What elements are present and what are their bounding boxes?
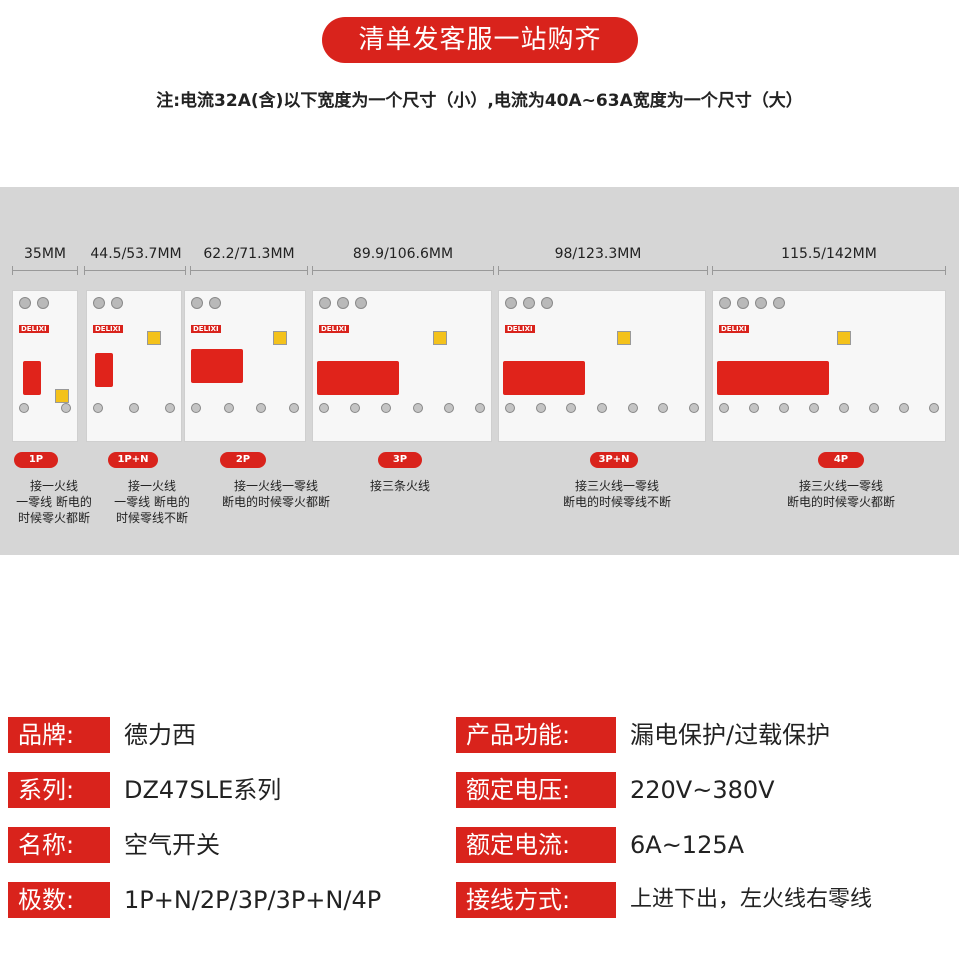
- test-button: [837, 331, 851, 345]
- breaker-3pn-image: DELIXI: [498, 290, 706, 442]
- desc-line: 接三火线一零线: [798, 479, 883, 493]
- desc-3p: 接三条火线: [350, 478, 450, 494]
- desc-3pn: 接三火线一零线 断电的时候零线不断: [544, 478, 690, 510]
- spec-label-brand: 品牌:: [8, 717, 110, 753]
- toggle-switch: [23, 361, 41, 395]
- spec-label-name: 名称:: [8, 827, 110, 863]
- desc-line: 时候零线不断: [115, 511, 188, 525]
- dim-line: [498, 266, 708, 275]
- desc-line: 接一火线: [29, 479, 78, 493]
- tag-4p: 4P: [818, 452, 864, 468]
- tag-1p: 1P: [14, 452, 58, 468]
- toggle-switch: [317, 361, 399, 395]
- desc-line: 断电的时候零线不断: [562, 495, 671, 509]
- dim-line: [312, 266, 494, 275]
- tag-3pn: 3P+N: [590, 452, 638, 468]
- dim-4p: 115.5/142MM: [781, 246, 877, 262]
- toggle-switch: [95, 353, 113, 387]
- tag-3p: 3P: [378, 452, 422, 468]
- brand-logo: DELIXI: [719, 325, 749, 333]
- spec-value-name: 空气开关: [124, 831, 220, 859]
- dim-2p: 62.2/71.3MM: [203, 246, 295, 262]
- brand-logo: DELIXI: [191, 325, 221, 333]
- tag-1pn: 1P+N: [108, 452, 158, 468]
- spec-label-poles: 极数:: [8, 882, 110, 918]
- brand-logo: DELIXI: [505, 325, 535, 333]
- desc-line: 一零线 断电的: [16, 495, 92, 509]
- dim-line: [84, 266, 186, 275]
- desc-line: 接一火线: [127, 479, 176, 493]
- spec-value-poles: 1P+N/2P/3P/3P+N/4P: [124, 886, 382, 914]
- test-button: [147, 331, 161, 345]
- test-button: [617, 331, 631, 345]
- desc-line: 接三火线一零线: [574, 479, 659, 493]
- toggle-switch: [191, 349, 243, 383]
- spec-value-function: 漏电保护/过载保护: [630, 721, 831, 749]
- spec-label-wiring: 接线方式:: [456, 882, 616, 918]
- breaker-2p-image: DELIXI: [184, 290, 306, 442]
- desc-line: 时候零火都断: [17, 511, 90, 525]
- desc-2p: 接一火线一零线 断电的时候零火都断: [206, 478, 346, 510]
- spec-value-brand: 德力西: [124, 721, 196, 749]
- desc-1pn: 接一火线 一零线 断电的 时候零线不断: [104, 478, 200, 526]
- desc-line: 接三条火线: [369, 479, 430, 493]
- dim-1p: 35MM: [24, 246, 66, 262]
- tag-2p: 2P: [220, 452, 266, 468]
- dim-line: [12, 266, 78, 275]
- desc-line: 一零线 断电的: [114, 495, 190, 509]
- spec-label-voltage: 额定电压:: [456, 772, 616, 808]
- breaker-3p-image: DELIXI: [312, 290, 492, 442]
- brand-logo: DELIXI: [93, 325, 123, 333]
- banner-title: 清单发客服一站购齐: [322, 17, 638, 63]
- desc-line: 断电的时候零火都断: [786, 495, 895, 509]
- spec-label-series: 系列:: [8, 772, 110, 808]
- desc-line: 接一火线一零线: [233, 479, 318, 493]
- dim-1pn: 44.5/53.7MM: [90, 246, 182, 262]
- test-button: [273, 331, 287, 345]
- dim-line: [190, 266, 308, 275]
- spec-value-voltage: 220V~380V: [630, 776, 775, 804]
- desc-4p: 接三火线一零线 断电的时候零火都断: [768, 478, 914, 510]
- size-note: 注:电流32A(含)以下宽度为一个尺寸（小）,电流为40A~63A宽度为一个尺寸…: [156, 91, 803, 111]
- spec-value-series: DZ47SLE系列: [124, 776, 282, 804]
- test-button: [55, 389, 69, 403]
- desc-line: 断电的时候零火都断: [221, 495, 330, 509]
- dim-3p: 89.9/106.6MM: [352, 246, 454, 262]
- spec-label-current: 额定电流:: [456, 827, 616, 863]
- spec-value-wiring: 上进下出，左火线右零线: [630, 887, 873, 912]
- test-button: [433, 331, 447, 345]
- breaker-4p-image: DELIXI: [712, 290, 946, 442]
- brand-logo: DELIXI: [319, 325, 349, 333]
- desc-1p: 接一火线 一零线 断电的 时候零火都断: [6, 478, 102, 526]
- spec-value-current: 6A~125A: [630, 831, 745, 859]
- toggle-switch: [503, 361, 585, 395]
- breaker-1pn-image: DELIXI: [86, 290, 182, 442]
- breaker-1p-image: DELIXI: [12, 290, 78, 442]
- spec-label-function: 产品功能:: [456, 717, 616, 753]
- dim-3pn: 98/123.3MM: [554, 246, 642, 262]
- brand-logo: DELIXI: [19, 325, 49, 333]
- dim-line: [712, 266, 946, 275]
- toggle-switch: [717, 361, 829, 395]
